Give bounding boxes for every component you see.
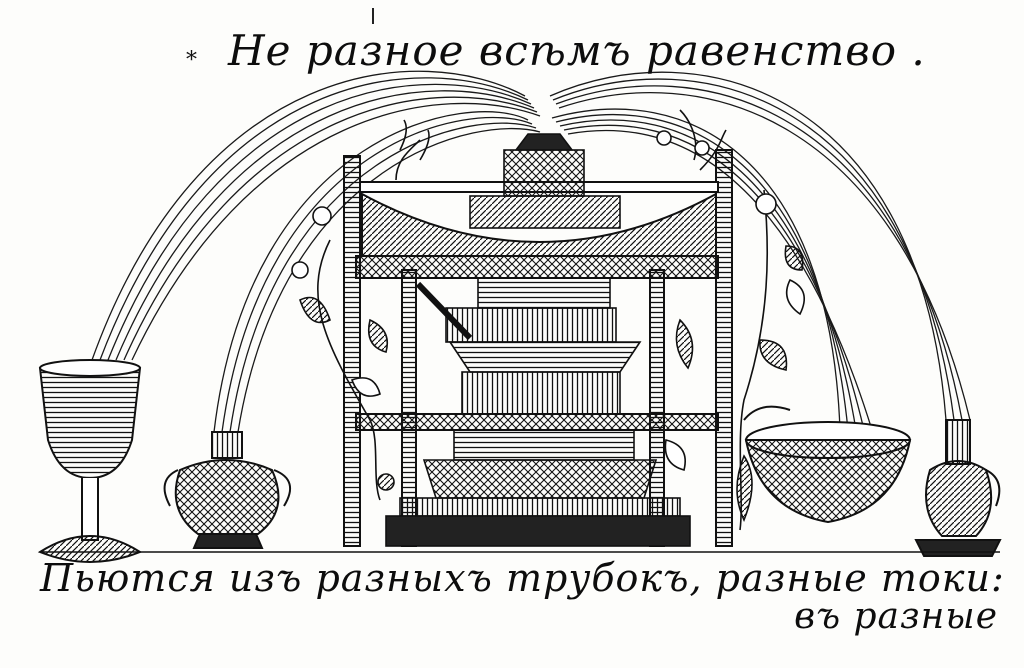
fountain-body	[385, 133, 691, 547]
goblet	[37, 359, 143, 563]
top-accent-mark	[372, 8, 374, 24]
bowl	[743, 405, 912, 524]
vase-left	[163, 431, 292, 549]
title-star-marker: *	[186, 48, 197, 73]
caption-line-2: въ разные	[794, 596, 998, 637]
water-streams	[91, 70, 971, 433]
caption-line-1: Пьются изъ разныхъ трубокъ, разные токи:	[40, 556, 1005, 600]
vine-left	[291, 119, 430, 501]
fountain-frame	[343, 149, 733, 547]
engraving-title: Не разное всѣмъ равенство .	[228, 26, 926, 75]
vase-right	[914, 419, 1002, 557]
vine-right	[656, 109, 806, 531]
